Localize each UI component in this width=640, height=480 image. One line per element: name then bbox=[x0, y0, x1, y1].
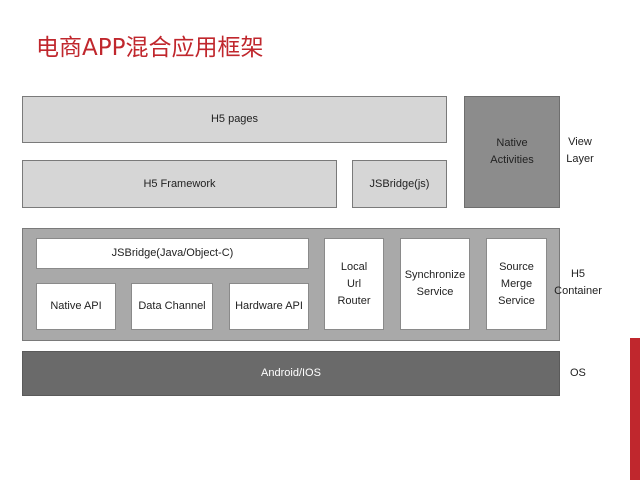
h5-framework-label: H5 Framework bbox=[143, 177, 216, 190]
h5-pages-label: H5 pages bbox=[210, 113, 259, 125]
android-ios-box: Android/IOS bbox=[22, 351, 560, 396]
local-url-router-line-2: Url bbox=[346, 277, 362, 290]
jsbridge-js-box: JSBridge(js) bbox=[352, 160, 447, 208]
os-layer-label: OS bbox=[570, 367, 586, 379]
android-ios-label: Android/IOS bbox=[261, 367, 321, 379]
native-api-box: Native API bbox=[36, 283, 116, 330]
jsbridge-native-box: JSBridge(Java/Object-C) bbox=[36, 238, 309, 269]
local-url-router-line-3: Router bbox=[337, 294, 371, 307]
native-activities-line-2: Activities bbox=[490, 154, 534, 166]
h5-container-label-line-2: Container bbox=[554, 285, 602, 297]
jsbridge-js-label: JSBridge(js) bbox=[369, 177, 430, 190]
accent-bar bbox=[630, 338, 640, 480]
native-activities-box: Native Activities bbox=[464, 96, 560, 208]
local-url-router-line-1: Local bbox=[340, 260, 368, 273]
view-layer-label-line-1: View bbox=[568, 136, 592, 148]
local-url-router-box: Local Url Router bbox=[324, 238, 384, 330]
data-channel-box: Data Channel bbox=[131, 283, 213, 330]
synchronize-service-box: Synchronize Service bbox=[400, 238, 470, 330]
h5-container-label: H5 Container bbox=[554, 266, 602, 300]
source-merge-service-line-2: Merge bbox=[500, 277, 533, 290]
h5-pages-box: H5 pages bbox=[22, 96, 447, 143]
hardware-api-label: Hardware API bbox=[235, 300, 303, 312]
native-api-label: Native API bbox=[50, 300, 102, 312]
source-merge-service-box: Source Merge Service bbox=[486, 238, 547, 330]
source-merge-service-line-1: Source bbox=[499, 260, 534, 273]
view-layer-label-line-2: Layer bbox=[566, 153, 594, 165]
data-channel-label: Data Channel bbox=[138, 300, 206, 312]
h5-framework-box: H5 Framework bbox=[22, 160, 337, 208]
synchronize-service-line-1: Synchronize bbox=[404, 269, 466, 281]
source-merge-service-line-3: Service bbox=[498, 294, 535, 307]
synchronize-service-line-2: Service bbox=[416, 286, 454, 298]
view-layer-label: View Layer bbox=[560, 134, 600, 168]
page-title: 电商APP混合应用框架 bbox=[36, 35, 264, 61]
hardware-api-box: Hardware API bbox=[229, 283, 309, 330]
jsbridge-native-label: JSBridge(Java/Object-C) bbox=[111, 247, 234, 259]
h5-container-label-line-1: H5 bbox=[570, 268, 586, 280]
native-activities-line-1: Native bbox=[496, 137, 528, 149]
